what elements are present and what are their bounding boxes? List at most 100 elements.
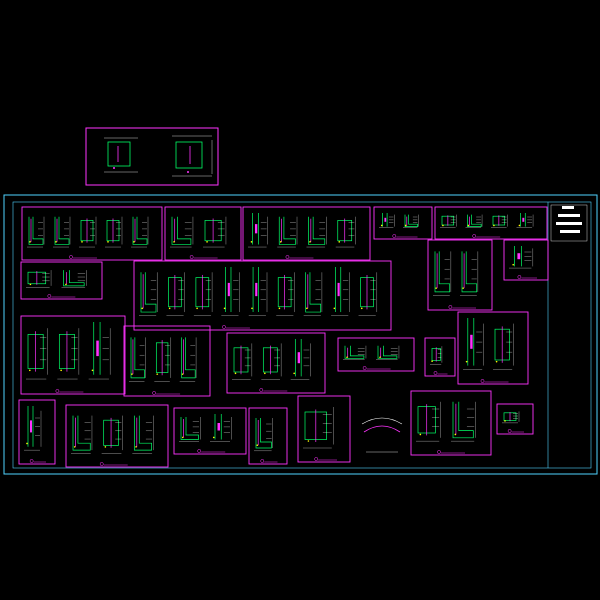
detail-border [427, 239, 493, 311]
detail-number-tag [314, 457, 319, 461]
detail-border [123, 325, 211, 397]
rebar-dot [431, 360, 433, 362]
rebar-dot [465, 360, 468, 363]
rebar-mark [522, 217, 525, 222]
detail-drawing-d21 [416, 401, 476, 442]
detail-border [242, 206, 371, 261]
rebar-dot [65, 283, 67, 286]
detail-drawing-d2 [170, 216, 227, 248]
detail-drawing-d22 [502, 411, 520, 424]
arc-slab-detail [361, 417, 403, 453]
rebar-dot [29, 283, 32, 286]
detail-border [496, 403, 534, 435]
detail-drawing-d12 [232, 339, 311, 380]
rebar-dot [133, 241, 135, 243]
detail-d3 [242, 206, 371, 261]
rebar-dot [467, 224, 470, 227]
rebar-dot [454, 433, 457, 436]
rebar-dot [181, 373, 184, 375]
detail-number-tag [152, 391, 156, 395]
rebar-dot [107, 241, 109, 243]
detail-d12 [226, 332, 326, 394]
wall-corner-outline [72, 415, 91, 451]
detail-border [133, 260, 392, 331]
detail-border [248, 407, 288, 465]
detail-drawing-d1 [27, 216, 149, 248]
detail-drawing-d10 [26, 322, 111, 380]
detail-border [226, 332, 326, 394]
detail-number-tag [448, 305, 453, 309]
wall-corner-outline [377, 345, 398, 359]
rebar-dot [135, 446, 137, 448]
detail-number-tag [362, 366, 367, 370]
wall-corner-outline [278, 216, 296, 245]
rebar-dot [278, 307, 281, 310]
detail-d4 [373, 206, 433, 240]
wall-corner-outline [461, 251, 478, 293]
rebar-dot [73, 446, 76, 448]
detail-number-tag [189, 255, 194, 259]
rebar-dot [518, 224, 521, 227]
rebar-dot [404, 224, 407, 227]
rebar-mark [297, 352, 300, 364]
rebar-dot [29, 369, 31, 372]
detail-top-small [85, 127, 219, 186]
wall-corner-outline [63, 270, 85, 287]
wall-corner-outline [28, 216, 44, 245]
rebar-dot [131, 373, 133, 375]
rebar-dot [333, 307, 336, 310]
detail-border [373, 206, 433, 240]
title-block [550, 204, 588, 242]
detail-d21 [410, 390, 492, 456]
detail-drawing-d18 [179, 414, 232, 442]
rebar-dot [168, 307, 171, 310]
rebar-mark [30, 420, 32, 433]
detail-number-tag [260, 459, 265, 463]
detail-number-tag [472, 234, 477, 238]
detail-number-tag [392, 234, 397, 238]
detail-d18 [173, 407, 247, 455]
detail-border [164, 206, 242, 261]
rebar-dot [29, 241, 31, 243]
detail-number-tag [517, 275, 522, 279]
detail-boxes [18, 206, 549, 468]
rebar-dot [442, 224, 444, 227]
rebar-mark [217, 423, 220, 431]
wall-corner-outline [133, 415, 152, 451]
rebar-mark [227, 282, 230, 297]
rebar-dot [360, 307, 363, 310]
rebar-mark [96, 340, 99, 357]
detail-d11 [123, 325, 211, 397]
detail-border [65, 404, 169, 468]
wall-corner-outline [344, 345, 365, 359]
detail-d16 [18, 399, 56, 465]
detail-d22 [496, 403, 534, 435]
rebar-dot [212, 436, 215, 439]
detail-d7 [133, 260, 392, 331]
rebar-dot [307, 440, 310, 442]
rebar-dot [293, 372, 295, 375]
detail-number-tag [99, 462, 104, 466]
detail-number-tag [29, 459, 34, 463]
detail-drawing-d5 [440, 213, 534, 228]
detail-number-tag [55, 389, 60, 393]
detail-border [410, 390, 492, 456]
detail-border [434, 206, 548, 240]
detail-number-tag [480, 379, 485, 383]
detail-d20 [297, 395, 351, 463]
rebar-mark [255, 282, 258, 297]
wall-corner-outline [452, 401, 474, 439]
rebar-dot [104, 446, 107, 448]
detail-border [21, 206, 163, 261]
detail-drawing-d9 [509, 246, 533, 269]
detail-drawing-d16 [24, 406, 42, 451]
detail-drawing-d6 [26, 270, 87, 288]
arc-rebar [363, 425, 401, 433]
detail-border [503, 239, 549, 281]
detail-border [173, 407, 247, 455]
detail-number-tag [222, 325, 226, 329]
detail-border [457, 311, 529, 385]
detail-drawing-d17 [71, 415, 154, 454]
rebar-dot [81, 241, 83, 243]
